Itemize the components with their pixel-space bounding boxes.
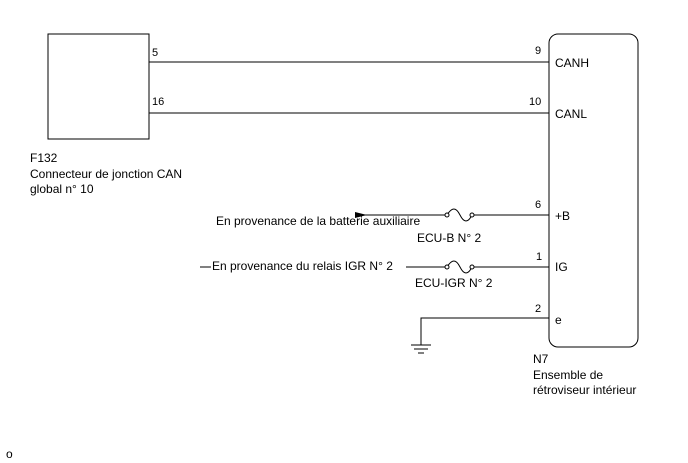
fuse-ecu-igr-label: ECU-IGR N° 2 (415, 276, 493, 290)
n7-pin-6-number: 6 (535, 199, 541, 211)
source-battery-label: En provenance de la batterie auxiliaire (216, 214, 420, 228)
relay-label-backdrop (211, 258, 406, 273)
connector-f132-name-line2: global n° 10 (30, 182, 94, 196)
component-n7-id: N7 (533, 352, 549, 366)
connector-f132-box (47, 33, 150, 140)
n7-pin-1-number: 1 (536, 251, 542, 263)
connector-f132-id: F132 (30, 151, 58, 165)
fuse-ecu-igr-icon (446, 260, 473, 274)
n7-pin-10-number: 10 (529, 96, 541, 108)
fuse-ecu-b-left-terminal (444, 212, 450, 218)
n7-pin-canl-label: CANL (555, 107, 587, 121)
fuse-ecu-b-label: ECU-B N° 2 (417, 231, 481, 245)
connector-f132-name-line1: Connecteur de jonction CAN (30, 167, 182, 181)
component-n7-name-line2: rétroviseur intérieur (533, 383, 636, 397)
n7-pin-e-label: e (555, 313, 562, 327)
n7-pin-b-label: +B (555, 209, 570, 223)
connector-f132-pin-16: 16 (152, 96, 164, 108)
n7-pin-ig-label: IG (555, 260, 568, 274)
component-n7-box (548, 33, 639, 348)
footer-mark: o (6, 447, 13, 461)
connector-f132-pin-5: 5 (152, 47, 158, 59)
n7-pin-9-number: 9 (535, 45, 541, 57)
arrow-battery-icon (355, 212, 367, 218)
fuse-ecu-b-right-terminal (469, 212, 475, 218)
fuse-ecu-igr-right-terminal (469, 264, 475, 270)
fuse-ecu-igr-left-terminal (444, 264, 450, 270)
fuse-ecu-b-icon (446, 208, 473, 222)
wire-ground (420, 317, 549, 345)
n7-pin-canh-label: CANH (555, 56, 589, 70)
ground-icon (411, 344, 431, 354)
component-n7-name-line1: Ensemble de (533, 368, 603, 382)
n7-pin-2-number: 2 (535, 303, 541, 315)
source-relay-label: En provenance du relais IGR N° 2 (212, 259, 393, 273)
